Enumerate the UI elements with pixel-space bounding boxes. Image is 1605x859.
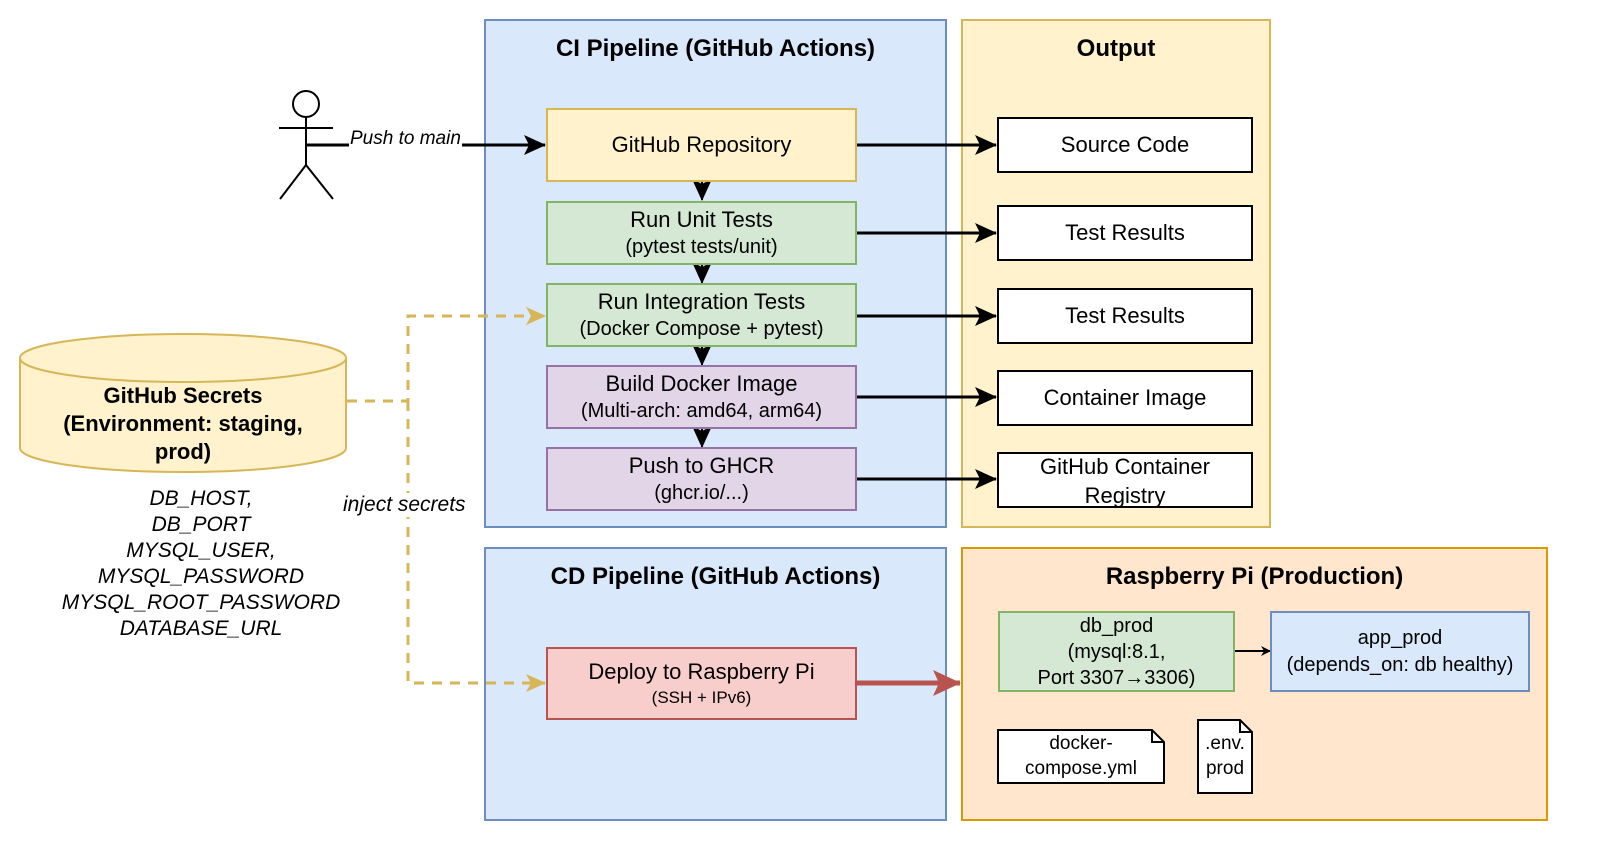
- db-prod-port: Port 3307→3306): [1037, 666, 1196, 689]
- ci-step-label: Push to GHCR: [628, 452, 775, 478]
- output-label: Source Code: [1060, 131, 1190, 157]
- output-source-code: Source Code: [997, 117, 1253, 173]
- ci-step-build-image: Build Docker Image (Multi-arch: amd64, a…: [546, 365, 857, 429]
- env-file-name-line1: .env.: [1205, 732, 1245, 754]
- deploy-label: Deploy to Raspberry Pi: [588, 659, 815, 685]
- env-prod-file: .env. prod: [1198, 720, 1252, 793]
- ci-step-integration-tests: Run Integration Tests (Docker Compose + …: [546, 283, 857, 347]
- secret-var: MYSQL_PASSWORD: [97, 565, 305, 588]
- secrets-edge-ci: [347, 307, 546, 403]
- deploy-sublabel: (SSH + IPv6): [651, 687, 752, 707]
- output-label: GitHub Container: [1040, 454, 1210, 480]
- ci-step-push-ghcr: Push to GHCR (ghcr.io/...): [546, 447, 857, 511]
- ci-step-sublabel: (ghcr.io/...): [654, 482, 749, 505]
- app-prod-dependency: (depends_on: db healthy): [1286, 653, 1514, 676]
- output-container-image: Container Image: [997, 370, 1253, 426]
- env-file-fold: [1239, 720, 1252, 733]
- output-github-container-registry: GitHub Container Registry: [997, 452, 1253, 508]
- output-group: Output: [961, 19, 1271, 528]
- db-prod-image: (mysql:8.1,: [1067, 640, 1166, 663]
- deploy-raspberry-pi: Deploy to Raspberry Pi (SSH + IPv6): [546, 647, 857, 720]
- ci-step-label: Build Docker Image: [605, 370, 798, 396]
- app-prod-name: app_prod: [1357, 626, 1443, 649]
- ci-step-label: GitHub Repository: [611, 131, 792, 157]
- env-file-name-line2: prod: [1205, 757, 1245, 779]
- compose-file-name-line2: compose.yml: [1025, 757, 1137, 779]
- output-label: Test Results: [1065, 219, 1185, 245]
- compose-file-icon: [997, 729, 1165, 784]
- secret-var: MYSQL_ROOT_PASSWORD: [61, 591, 341, 614]
- compose-file-fold: [1151, 730, 1164, 743]
- secret-var: DB_PORT: [151, 513, 251, 536]
- output-label: Container Image: [1043, 384, 1207, 410]
- secrets-environment-cont: prod): [154, 439, 212, 464]
- ci-step-label: Run Unit Tests: [630, 206, 773, 232]
- secret-var: DB_HOST,: [149, 487, 253, 510]
- output-unit-test-results: Test Results: [997, 205, 1253, 261]
- secrets-title: GitHub Secrets: [103, 383, 263, 408]
- push-edge-label: Push to main: [349, 128, 462, 150]
- output-label: Test Results: [1065, 302, 1185, 328]
- db-prod-name: db_prod: [1079, 614, 1154, 637]
- secrets-variable-list: DB_HOST, DB_PORT MYSQL_USER, MYSQL_PASSW…: [20, 486, 382, 642]
- secret-var: MYSQL_USER,: [126, 539, 276, 562]
- inject-secrets-label: inject secrets: [343, 493, 466, 517]
- output-label-line2: Registry: [1084, 483, 1166, 508]
- secrets-cylinder-icon: [19, 333, 347, 473]
- output-title: Output: [1076, 35, 1156, 62]
- secrets-environment: (Environment: staging,: [63, 411, 303, 436]
- ci-step-sublabel: (Multi-arch: amd64, arm64): [580, 400, 823, 423]
- ci-pipeline-title: CI Pipeline (GitHub Actions): [555, 35, 876, 62]
- ci-step-sublabel: (Docker Compose + pytest): [579, 318, 824, 341]
- cd-pipeline-title: CD Pipeline (GitHub Actions): [550, 563, 881, 590]
- docker-compose-file: docker- compose.yml: [998, 730, 1164, 783]
- secrets-edge-cd: [406, 401, 546, 692]
- compose-file-name-line1: docker-: [1049, 732, 1113, 754]
- ci-step-github-repository: GitHub Repository: [546, 108, 857, 182]
- app-prod-service: app_prod (depends_on: db healthy): [1270, 611, 1530, 692]
- secrets-label: GitHub Secrets (Environment: staging, pr…: [20, 382, 346, 466]
- actor-icon: [279, 90, 334, 200]
- ci-pipeline-group: CI Pipeline (GitHub Actions): [484, 19, 947, 528]
- env-file-icon: [1197, 719, 1253, 794]
- raspberry-pi-title: Raspberry Pi (Production): [1105, 563, 1404, 590]
- secret-var: DATABASE_URL: [119, 617, 283, 640]
- ci-step-label: Run Integration Tests: [597, 288, 806, 314]
- db-prod-service: db_prod (mysql:8.1, Port 3307→3306): [998, 611, 1235, 692]
- output-integration-test-results: Test Results: [997, 288, 1253, 344]
- ci-step-unit-tests: Run Unit Tests (pytest tests/unit): [546, 201, 857, 265]
- ci-step-sublabel: (pytest tests/unit): [625, 236, 778, 259]
